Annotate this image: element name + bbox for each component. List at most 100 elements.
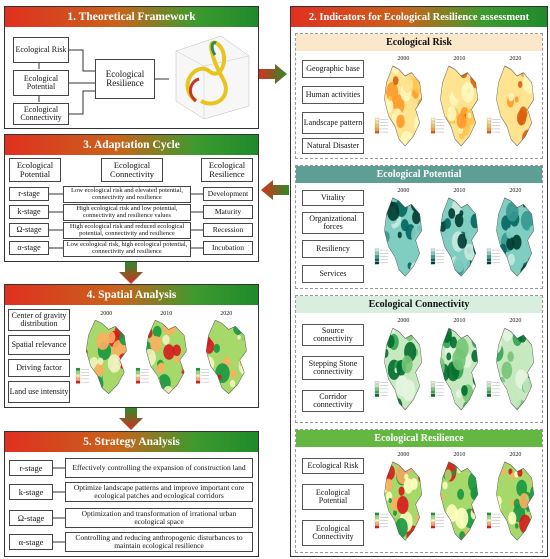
thumbnail-map: 2010 bbox=[430, 452, 482, 550]
spatial-item-relevance: Spatial relevance bbox=[8, 335, 70, 355]
potential-item-1: Organizational forces bbox=[302, 212, 364, 234]
risk-item-3: Natural Disaster bbox=[302, 138, 364, 154]
strategy-text: Optimization and transformation of irrat… bbox=[65, 508, 253, 528]
cycle-desc: High ecological risk and reduced ecologi… bbox=[63, 222, 191, 239]
thumbnail-map: 2010 bbox=[430, 56, 482, 156]
framework-item-connectivity: Ecological Connectivity bbox=[13, 103, 69, 125]
cycle-phase: Development bbox=[203, 187, 253, 201]
arrow-to-panel3 bbox=[261, 180, 289, 200]
panel-title: 1. Theoretical Framework bbox=[5, 7, 258, 27]
resilience-item-1: Ecological Potential bbox=[302, 484, 364, 510]
map-year: 2010 bbox=[453, 452, 466, 458]
strategy-text: Controlling and reducing anthropogenic d… bbox=[65, 532, 253, 552]
thumbnail-map: 2010 bbox=[135, 311, 191, 403]
thumbnail-map: 2010 bbox=[430, 188, 482, 286]
map-year: 2010 bbox=[160, 311, 173, 317]
spatial-item-gravity: Center of gravity distribution bbox=[8, 309, 70, 331]
arrow-to-panel2 bbox=[259, 64, 287, 84]
risk-item-2: Landscape pattern bbox=[302, 112, 364, 134]
map-shape bbox=[430, 197, 479, 277]
map-year: 2020 bbox=[509, 188, 522, 194]
resilience-3d-chart bbox=[175, 35, 250, 120]
resilience-item-2: Ecological Connectivity bbox=[302, 520, 364, 546]
section-title: Ecological Risk bbox=[296, 34, 542, 51]
panel-indicators: 2. Indicators for Ecological Resilience … bbox=[290, 6, 548, 557]
section-title: Ecological Potential bbox=[296, 166, 542, 183]
strategy-stage: r-stage bbox=[9, 460, 53, 476]
potential-item-0: Vitality bbox=[302, 190, 364, 206]
map-shape bbox=[374, 197, 423, 277]
section-title: Ecological Connectivity bbox=[296, 296, 542, 313]
strategy-connectors bbox=[53, 467, 65, 543]
map-shape bbox=[374, 461, 423, 541]
map-shape bbox=[195, 319, 247, 395]
map-year: 2010 bbox=[453, 318, 466, 324]
map-year: 2020 bbox=[509, 56, 522, 62]
map-shape bbox=[486, 197, 535, 277]
map-shape bbox=[486, 65, 535, 147]
section-ecological-potential: Ecological Potential Vitality Organizati… bbox=[295, 165, 543, 289]
map-shape bbox=[430, 461, 479, 541]
framework-item-potential: Ecological Potential bbox=[13, 70, 69, 96]
connectivity-item-2: Corridor connectivity bbox=[302, 390, 364, 412]
potential-item-2: Resiliency bbox=[302, 240, 364, 258]
section-ecological-risk: Ecological Risk Geographic base Human ac… bbox=[295, 33, 543, 159]
panel-title: 3. Adaptation Cycle bbox=[5, 135, 258, 155]
thumbnail-map: 2000 bbox=[374, 452, 426, 550]
map-year: 2000 bbox=[397, 188, 410, 194]
cycle-stage: α-stage bbox=[9, 241, 49, 255]
cycle-col-potential: Ecological Potential bbox=[9, 158, 61, 182]
map-shape bbox=[75, 319, 127, 395]
panel-title: 4. Spatial Analysis bbox=[5, 285, 258, 305]
arrow-to-panel4 bbox=[119, 262, 143, 284]
cycle-phase: Incubation bbox=[203, 241, 253, 255]
panel-adaptation-cycle: 3. Adaptation Cycle Ecological Potential… bbox=[4, 134, 259, 262]
framework-result-resilience: Ecological Resilience bbox=[95, 59, 155, 99]
strategy-stage: Ω-stage bbox=[9, 510, 53, 526]
panel-theoretical-framework: 1. Theoretical Framework Ecological Risk… bbox=[4, 6, 259, 129]
map-year: 2010 bbox=[453, 188, 466, 194]
framework-arrows bbox=[38, 49, 169, 115]
thumbnail-map: 2010 bbox=[430, 318, 482, 420]
map-year: 2000 bbox=[100, 311, 113, 317]
thumbnail-map: 2020 bbox=[486, 452, 538, 550]
map-shape bbox=[486, 461, 535, 541]
map-year: 2020 bbox=[220, 311, 233, 317]
risk-item-0: Geographic base bbox=[302, 60, 364, 78]
connectivity-item-0: Source connectivity bbox=[302, 324, 364, 346]
map-year: 2000 bbox=[397, 452, 410, 458]
spatial-item-driving: Driving factor bbox=[8, 359, 70, 377]
cycle-stage: k-stage bbox=[9, 205, 49, 219]
risk-item-1: Human activities bbox=[302, 86, 364, 104]
map-shape bbox=[430, 65, 479, 147]
cycle-phase: Maturity bbox=[203, 205, 253, 219]
thumbnail-map: 2020 bbox=[486, 188, 538, 286]
cycle-stage: r-stage bbox=[9, 187, 49, 201]
strategy-stage: α-stage bbox=[9, 534, 53, 550]
cycle-desc: High ecological risk and low potential, … bbox=[63, 204, 191, 221]
section-title: Ecological Resilience bbox=[296, 430, 542, 447]
thumbnail-map: 2000 bbox=[374, 318, 426, 420]
thumbnail-map: 2020 bbox=[486, 56, 538, 156]
thumbnail-map: 2020 bbox=[195, 311, 251, 403]
connectivity-item-1: Stepping Stone connectivity bbox=[302, 356, 364, 380]
strategy-text: Effectively controlling the expansion of… bbox=[65, 458, 253, 478]
cycle-col-resilience: Ecological Resilience bbox=[201, 158, 253, 182]
section-ecological-connectivity: Ecological Connectivity Source connectiv… bbox=[295, 295, 543, 423]
panel-title: 2. Indicators for Ecological Resilience … bbox=[291, 7, 547, 27]
map-shape bbox=[374, 65, 423, 147]
map-shape bbox=[486, 327, 535, 411]
cycle-stage: Ω-stage bbox=[9, 223, 49, 237]
framework-item-risk: Ecological Risk bbox=[13, 37, 69, 63]
panel-spatial-analysis: 4. Spatial Analysis Center of gravity di… bbox=[4, 284, 259, 408]
map-year: 2020 bbox=[509, 318, 522, 324]
spatial-item-landuse: Land use intensity bbox=[8, 381, 70, 403]
map-shape bbox=[430, 327, 479, 411]
thumbnail-map: 2000 bbox=[75, 311, 131, 403]
strategy-stage: k-stage bbox=[9, 484, 53, 500]
cycle-desc: Low ecological risk, high ecological pot… bbox=[63, 240, 191, 257]
map-year: 2020 bbox=[509, 452, 522, 458]
map-year: 2000 bbox=[397, 56, 410, 62]
cycle-phase: Recession bbox=[203, 223, 253, 237]
